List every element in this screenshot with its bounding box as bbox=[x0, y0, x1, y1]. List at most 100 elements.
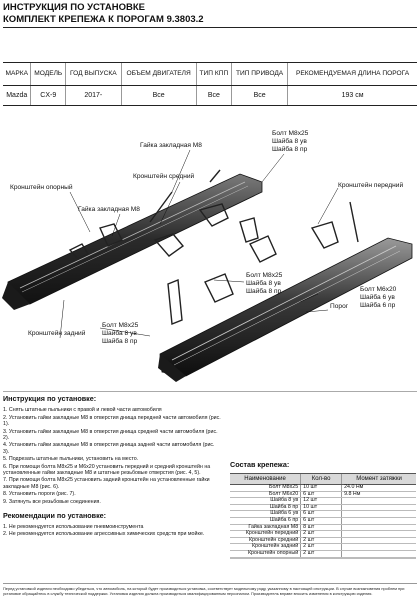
instruction-step: 6. При помощи болта М8х25 и М6х20 устано… bbox=[3, 463, 211, 477]
instruction-step: 3. Установить гайки закладные М8 в отвер… bbox=[3, 428, 218, 442]
recommendation-item: 1. Не рекомендуется использование пневмо… bbox=[3, 523, 144, 530]
threshold-upper bbox=[2, 173, 263, 310]
kit-torque bbox=[341, 557, 416, 559]
kit-torque bbox=[341, 550, 416, 558]
brackets-lower bbox=[167, 201, 359, 325]
kit-torque: 9.8 Нм bbox=[341, 491, 416, 499]
spec-cell: Все bbox=[120, 85, 197, 106]
kit-torque bbox=[341, 497, 416, 505]
spec-cell: CX-9 bbox=[30, 85, 66, 106]
spec-header-row: МАРКА МОДЕЛЬ ГОД ВЫПУСКА ОБЪЕМ ДВИГАТЕЛЯ… bbox=[3, 62, 417, 86]
kit-name: Шайба 8 ув bbox=[230, 498, 301, 505]
kit-name: Шайба 6 ув bbox=[230, 511, 301, 518]
label-bracket-support: Кронштейн опорный bbox=[10, 184, 73, 191]
label-bolt-top-right: Болт М8х25 Шайба 8 ув Шайба 8 пр bbox=[272, 130, 309, 153]
kit-name: Болт М6х20 bbox=[230, 491, 301, 499]
kit-name: Шайба 6 пр bbox=[230, 517, 301, 525]
vehicle-spec-table: МАРКА МОДЕЛЬ ГОД ВЫПУСКА ОБЪЕМ ДВИГАТЕЛЯ… bbox=[3, 62, 417, 106]
kit-torque bbox=[341, 524, 416, 532]
kit-torque bbox=[341, 517, 416, 525]
kit-header-cell: Момент затяжки bbox=[341, 473, 416, 485]
kit-torque bbox=[341, 510, 416, 518]
section-divider bbox=[3, 391, 417, 392]
instruction-step: 8. Установить пороги (рис. 7). bbox=[3, 491, 76, 498]
label-nut-mid: Гайка закладная М8 bbox=[78, 206, 140, 213]
spec-cell: Все bbox=[195, 85, 232, 106]
leader-lines bbox=[59, 149, 339, 339]
label-bolt-left: Болт М8х25 Шайба 8 ув Шайба 8 пр bbox=[102, 322, 139, 345]
kit-torque bbox=[341, 543, 416, 551]
kit-torque bbox=[341, 537, 416, 545]
kit-qty: 2 шт bbox=[300, 531, 342, 538]
spec-cell: Все bbox=[231, 85, 288, 106]
kit-row bbox=[230, 557, 416, 559]
kit-qty: 6 шт bbox=[300, 517, 342, 525]
document-header: ИНСТРУКЦИЯ ПО УСТАНОВКЕ КОМПЛЕКТ КРЕПЕЖА… bbox=[3, 2, 204, 26]
kit-name: Гайка закладная М8 bbox=[230, 524, 301, 532]
kit-qty: 6 шт bbox=[300, 491, 342, 499]
assembly-drawing bbox=[2, 149, 413, 382]
label-bolt-m6: Болт М6х20 Шайба 6 ув Шайба 6 пр bbox=[360, 286, 397, 309]
recommendation-item: 2. Не рекомендуется использование агресс… bbox=[3, 530, 205, 537]
kit-qty: 2 шт bbox=[300, 550, 342, 558]
spec-header-cell: МАРКА bbox=[3, 62, 31, 86]
kit-header-row: Наименование Кол-во Момент затяжки bbox=[230, 473, 416, 485]
kit-qty: 2 шт bbox=[300, 537, 342, 545]
kit-name: Шайба 8 пр bbox=[230, 504, 301, 512]
instruction-step: 7. При помощи болта М8х25 установить зад… bbox=[3, 477, 210, 490]
spec-value-row: Mazda CX-9 2017- Все Все Все 193 см bbox=[3, 85, 417, 106]
kit-torque bbox=[341, 504, 416, 512]
spec-cell: Mazda bbox=[3, 85, 31, 106]
kit-header-cell: Наименование bbox=[230, 473, 301, 485]
spec-cell: 193 см bbox=[287, 85, 417, 106]
kit-title: Состав крепежа: bbox=[230, 460, 290, 469]
label-bracket-front: Кронштейн передний bbox=[338, 182, 404, 189]
assembly-diagram: Гайка закладная М8 Болт М8х25 Шайба 8 ув… bbox=[0, 130, 420, 392]
spec-header-cell: ОБЪЕМ ДВИГАТЕЛЯ bbox=[120, 62, 197, 86]
kit-qty: 10 шт bbox=[300, 504, 342, 512]
kit-name: Кронштейн средний bbox=[230, 537, 301, 545]
kit-qty: 10 шт bbox=[300, 484, 342, 492]
fastener-kit-section: Состав крепежа: Наименование Кол-во Моме… bbox=[230, 460, 416, 559]
header-divider bbox=[3, 27, 417, 28]
kit-qty: 8 шт bbox=[300, 524, 342, 532]
kit-name: Болт М8х25 bbox=[230, 484, 301, 492]
spec-header-cell: РЕКОМЕНДУЕМАЯ ДЛИНА ПОРОГА bbox=[287, 62, 417, 86]
threshold-lower bbox=[158, 237, 413, 382]
kit-name: Кронштейн опорный bbox=[230, 550, 301, 558]
spec-header-cell: ТИП ПРИВОДА bbox=[231, 62, 288, 86]
kit-name: Кронштейн передний bbox=[230, 531, 301, 538]
instruction-step: 1. Снять штатные пыльники с правой и лев… bbox=[3, 407, 162, 414]
kit-qty: 12 шт bbox=[300, 498, 342, 505]
label-nut-top: Гайка закладная М8 bbox=[140, 142, 202, 149]
footer-disclaimer: Перед установкой изделия необходимо убед… bbox=[3, 583, 417, 596]
spec-header-cell: ГОД ВЫПУСКА bbox=[65, 62, 122, 86]
label-bracket-rear: Кронштейн задний bbox=[28, 330, 86, 337]
kit-name bbox=[230, 557, 301, 559]
kit-table: Наименование Кол-во Момент затяжки Болт … bbox=[230, 473, 416, 559]
instructions-section: Инструкция по установке: 1. Снять штатны… bbox=[3, 395, 221, 538]
kit-torque bbox=[341, 530, 416, 538]
kit-header-cell: Кол-во bbox=[300, 473, 342, 485]
recommendations-title: Рекомендации по установке: bbox=[3, 511, 107, 521]
brackets-upper bbox=[68, 169, 259, 260]
instruction-step: 2. Установить гайки закладные М8 в отвер… bbox=[3, 414, 221, 428]
label-threshold: Порог bbox=[330, 303, 349, 310]
instruction-step: 5. Подрезать штатные пыльники, установит… bbox=[3, 456, 139, 463]
instruction-step: 9. Затянуть все резьбовые соединения. bbox=[3, 498, 101, 505]
kit-torque: 24.0 Нм bbox=[341, 484, 416, 492]
label-bracket-middle: Кронштейн средний bbox=[133, 173, 195, 180]
spec-header-cell: МОДЕЛЬ bbox=[30, 62, 66, 86]
kit-name: Кронштейн задний bbox=[230, 544, 301, 551]
instruction-step: 4. Установить гайки закладные М8 в отвер… bbox=[3, 442, 215, 455]
kit-qty: 2 шт bbox=[300, 544, 342, 551]
